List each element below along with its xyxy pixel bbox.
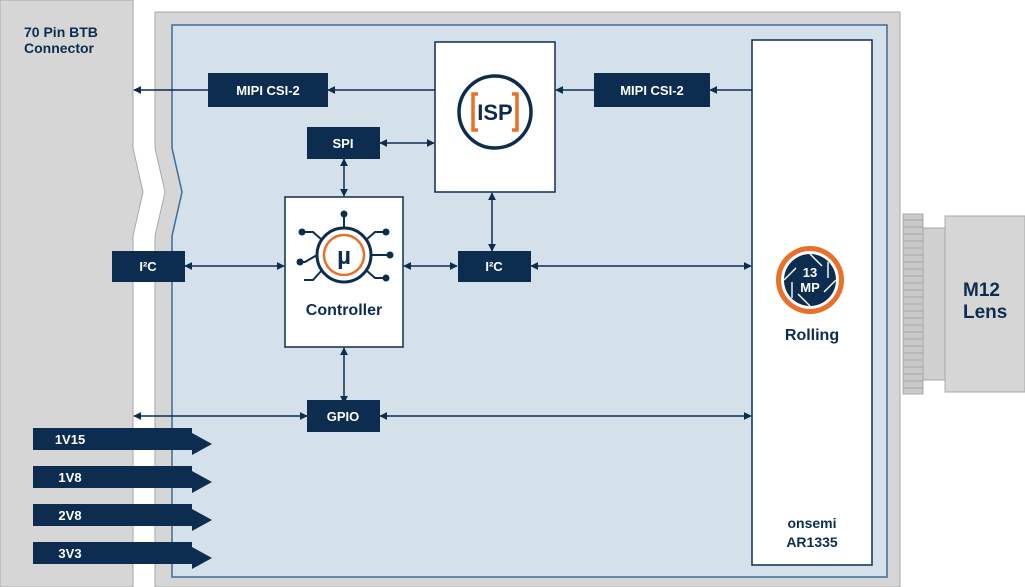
svg-text:MIPI CSI-2: MIPI CSI-2 xyxy=(620,83,684,98)
connector-title: 70 Pin BTB Connector xyxy=(24,24,102,56)
power-rail-label: 1V8 xyxy=(58,470,81,485)
aperture-icon: 13 MP xyxy=(776,246,844,314)
power-rail-2v8: 2V8 xyxy=(33,504,212,531)
megapixel-value: 13 xyxy=(803,265,817,280)
connections xyxy=(133,86,752,420)
power-rail-label: 2V8 xyxy=(58,508,81,523)
svg-text:I²C: I²C xyxy=(139,259,157,274)
power-rails: 1V15 1V8 2V8 3V3 xyxy=(33,428,212,569)
i2c-mid-block: I²C xyxy=(458,251,531,282)
mipi-csi2-right: MIPI CSI-2 xyxy=(594,73,710,107)
controller-label: Controller xyxy=(306,302,382,319)
lens-label-1: M12 xyxy=(963,280,1000,301)
svg-text:M12 Lens: M12 Lens xyxy=(963,280,1007,323)
megapixel-unit: MP xyxy=(800,280,820,295)
gpio-block: GPIO xyxy=(307,400,380,432)
power-rail-1v8: 1V8 xyxy=(33,466,212,493)
svg-text:SPI: SPI xyxy=(333,136,354,151)
svg-text:I²C: I²C xyxy=(485,259,503,274)
camera-board xyxy=(171,24,888,578)
spi-block: SPI xyxy=(307,127,380,159)
i2c-left-block: I²C xyxy=(112,251,185,282)
svg-text:GPIO: GPIO xyxy=(327,409,360,424)
power-rail-3v3: 3V3 xyxy=(33,542,212,569)
lens-label-2: Lens xyxy=(963,302,1007,323)
power-rail-label: 1V15 xyxy=(55,432,85,447)
connector-strip xyxy=(0,0,144,587)
microcontroller-icon xyxy=(296,210,394,284)
sensor-model: AR1335 xyxy=(786,534,838,550)
power-rail-label: 3V3 xyxy=(58,546,81,561)
sensor-vendor: onsemi xyxy=(787,515,836,531)
isp-icon: ISP xyxy=(457,74,533,150)
svg-text:MIPI CSI-2: MIPI CSI-2 xyxy=(236,83,300,98)
isp-block xyxy=(434,41,556,193)
isp-label: ISP xyxy=(477,100,512,125)
power-rail-1v15: 1V15 xyxy=(33,428,212,455)
mipi-csi2-left: MIPI CSI-2 xyxy=(208,73,328,107)
m12-lens: M12 Lens xyxy=(902,213,1025,395)
controller-symbol: µ xyxy=(337,243,351,270)
shutter-type: Rolling xyxy=(785,327,839,344)
